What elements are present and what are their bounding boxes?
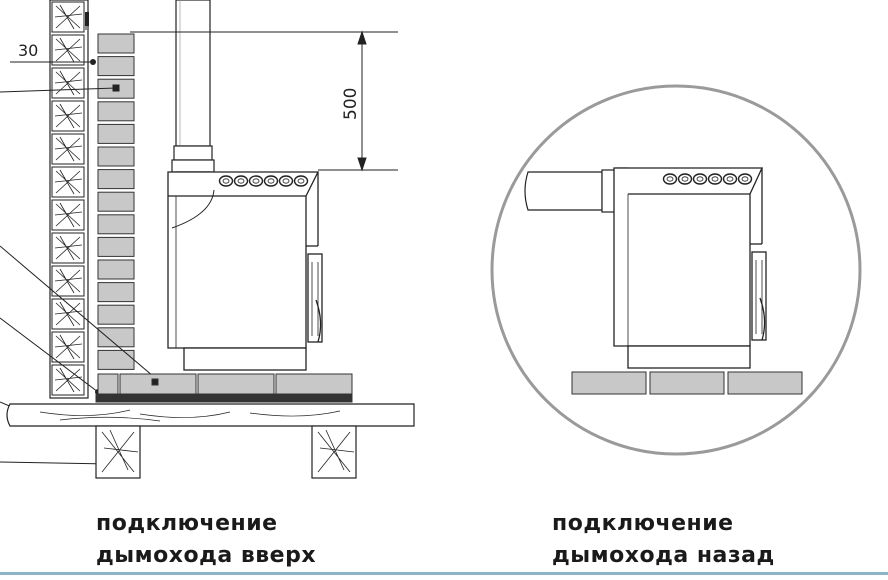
floor-joists: [95, 425, 357, 479]
wall-brick: [97, 169, 135, 190]
stove-left: [167, 171, 323, 371]
chimney-pipe-up: [171, 0, 215, 189]
caption-left-line1: подключение: [96, 511, 278, 536]
height-dimension: 500: [130, 30, 398, 172]
detail-circle: [490, 84, 862, 456]
wall-brick: [97, 146, 135, 167]
wall-brick: [97, 236, 135, 257]
wall-brick: [97, 327, 135, 348]
wall-brick: [97, 282, 135, 303]
brick-column: [97, 33, 135, 370]
wall-brick: [97, 101, 135, 122]
wall-brick: [97, 304, 135, 325]
caption-right-line1: подключение: [552, 511, 734, 536]
wall-brick: [97, 123, 135, 144]
wall-brick: [97, 56, 135, 77]
brick-base-left: [95, 373, 353, 403]
wall-brick: [97, 259, 135, 280]
height-label: 500: [341, 88, 361, 120]
wall-brick: [97, 33, 135, 54]
wall-brick: [97, 349, 135, 370]
clearance-label: 30: [18, 41, 38, 60]
caption-left-line2: дымохода вверх: [96, 543, 317, 568]
caption-chimney-up: подключение дымохода вверх: [96, 508, 316, 572]
stove-right: [613, 167, 767, 369]
floor-board: [6, 403, 415, 427]
brick-base-right: [571, 371, 803, 395]
wall-brick: [97, 214, 135, 235]
bottom-border: [0, 572, 888, 575]
caption-right-line2: дымохода назад: [552, 543, 775, 568]
clearance-dimension: 30: [10, 12, 96, 65]
wall-insulation-column: [49, 0, 89, 399]
caption-chimney-back: подключение дымохода назад: [552, 508, 775, 572]
wall-brick: [97, 191, 135, 212]
